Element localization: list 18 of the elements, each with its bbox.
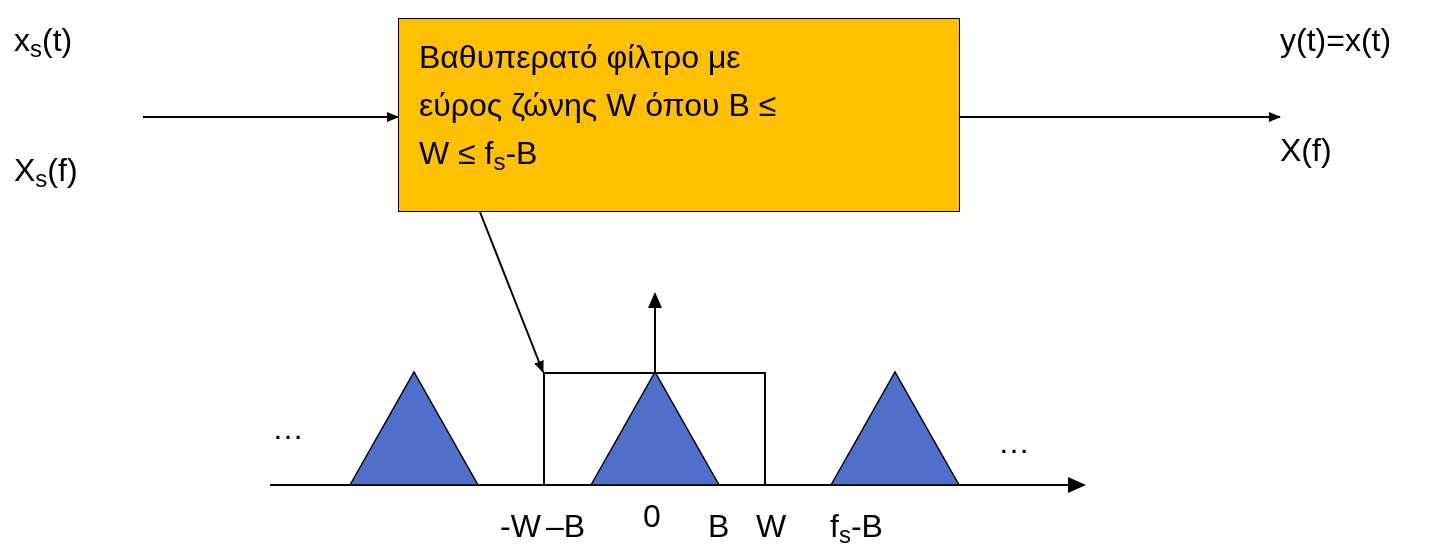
frequency-tick-label: –B (546, 507, 586, 546)
filter-passband-outline (543, 372, 766, 485)
filter-box (398, 18, 960, 212)
arrow (142, 112, 399, 122)
ellipsis-label: … (272, 409, 304, 448)
arrow (959, 112, 1281, 122)
signal-label: X(f) (1280, 131, 1332, 170)
signal-label: x$_{s}$(t) (14, 21, 73, 60)
filter-description: Βαθυπερατό φίλτρο με εύρος ζώνης W όπου B ≤ W ≤ f$_{s}$-B (419, 38, 778, 177)
signal-label: y(t)=x(t) (1280, 21, 1392, 60)
frequency-tick-label: W (756, 507, 787, 546)
frequency-tick-label: f$_{s}$-B (830, 507, 883, 546)
frequency-tick-label: 0 (643, 497, 661, 536)
signal-label: X$_{s}$(f) (14, 151, 78, 190)
ellipsis-label: … (998, 423, 1030, 462)
frequency-tick-label: B (708, 507, 730, 546)
frequency-tick-label: -W (500, 507, 541, 546)
arrow (479, 211, 544, 373)
